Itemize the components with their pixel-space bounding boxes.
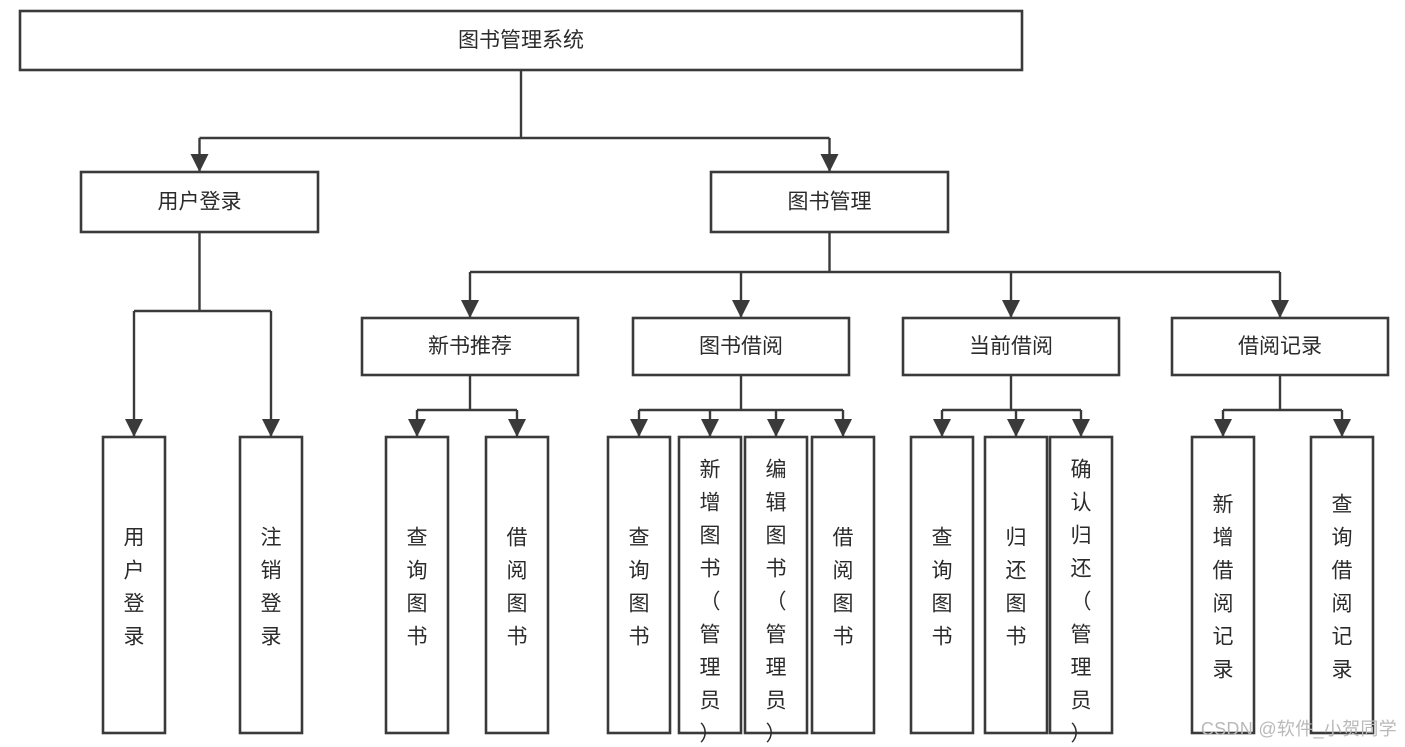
- node-label: 借阅图书: [833, 527, 854, 649]
- node-label: 查询图书: [407, 527, 428, 649]
- node-label: 查询图书: [629, 527, 650, 649]
- arrow-head-icon: [701, 419, 719, 437]
- node-当前借阅[interactable]: 当前借阅: [901, 316, 1121, 377]
- node-box: [983, 435, 1049, 735]
- node-label: 当前借阅: [969, 335, 1053, 358]
- arrow-head-icon: [190, 154, 209, 172]
- node-box: [101, 435, 167, 735]
- edges-图书借阅-to-leaves: [630, 375, 852, 437]
- arrow-head-icon: [820, 154, 839, 172]
- node-box: [631, 316, 851, 377]
- node-查询借阅记录[interactable]: 查询借阅记录: [1309, 435, 1375, 735]
- edges-root-to-level2: [190, 70, 839, 172]
- node-图书管理系统[interactable]: 图书管理系统: [18, 9, 1024, 72]
- node-label: 图书借阅: [699, 335, 783, 358]
- arrow-head-icon: [834, 419, 852, 437]
- connector-layer: [125, 70, 1351, 437]
- node-box: [1190, 435, 1256, 735]
- arrow-head-icon: [933, 419, 951, 437]
- node-label: 图书管理: [788, 191, 872, 214]
- arrow-head-icon: [1271, 300, 1289, 318]
- arrow-head-icon: [461, 300, 479, 318]
- arrow-head-icon: [125, 419, 143, 437]
- arrow-head-icon: [1333, 419, 1351, 437]
- node-label: 借阅记录: [1238, 335, 1322, 358]
- node-label: 查询图书: [932, 527, 953, 649]
- node-layer: 图书管理系统用户登录图书管理新书推荐图书借阅当前借阅借阅记录用户登录注销登录查询…: [18, 9, 1390, 746]
- node-box: [1170, 316, 1390, 377]
- node-查询图书[interactable]: 查询图书: [606, 435, 672, 735]
- arrow-head-icon: [630, 419, 648, 437]
- edges-当前借阅-to-leaves: [933, 375, 1090, 437]
- node-box: [18, 9, 1024, 72]
- node-box: [484, 435, 550, 735]
- node-确认归还管理员[interactable]: 确认归还（管理员）: [1048, 435, 1114, 746]
- node-box: [1309, 435, 1375, 735]
- node-box: [901, 316, 1121, 377]
- node-借阅记录[interactable]: 借阅记录: [1170, 316, 1390, 377]
- node-box: [1048, 435, 1114, 735]
- node-新增借阅记录[interactable]: 新增借阅记录: [1190, 435, 1256, 735]
- node-box: [810, 435, 876, 735]
- arrow-head-icon: [1072, 419, 1090, 437]
- node-label: 编辑图书（管理员）: [766, 459, 787, 746]
- node-box: [384, 435, 450, 735]
- node-label: 新书推荐: [428, 335, 512, 358]
- arrow-head-icon: [767, 419, 785, 437]
- node-编辑图书管理员[interactable]: 编辑图书（管理员）: [743, 435, 809, 746]
- edges-借阅记录-to-leaves: [1214, 375, 1351, 437]
- node-label: 归还图书: [1006, 527, 1027, 649]
- edges-新书推荐-to-leaves: [408, 375, 526, 437]
- node-box: [677, 435, 743, 735]
- arrow-head-icon: [732, 300, 750, 318]
- arrow-head-icon: [508, 419, 526, 437]
- node-box: [360, 316, 580, 377]
- node-新书推荐[interactable]: 新书推荐: [360, 316, 580, 377]
- node-新增图书管理员[interactable]: 新增图书（管理员）: [677, 435, 743, 746]
- node-label: 借阅图书: [507, 527, 528, 649]
- node-label: 用户登录: [124, 527, 145, 649]
- node-图书借阅[interactable]: 图书借阅: [631, 316, 851, 377]
- node-label: 确认归还（管理员）: [1071, 459, 1092, 746]
- arrow-head-icon: [1007, 419, 1025, 437]
- arrow-head-icon: [262, 419, 280, 437]
- node-查询图书[interactable]: 查询图书: [909, 435, 975, 735]
- node-box: [909, 435, 975, 735]
- node-box: [79, 170, 320, 234]
- node-label: 图书管理系统: [458, 29, 584, 52]
- node-注销登录[interactable]: 注销登录: [238, 435, 304, 735]
- node-归还图书[interactable]: 归还图书: [983, 435, 1049, 735]
- arrow-head-icon: [408, 419, 426, 437]
- arrow-head-icon: [1214, 419, 1232, 437]
- node-用户登录[interactable]: 用户登录: [79, 170, 320, 234]
- node-label: 注销登录: [261, 527, 282, 649]
- node-box: [238, 435, 304, 735]
- node-借阅图书[interactable]: 借阅图书: [484, 435, 550, 735]
- node-box: [606, 435, 672, 735]
- node-查询图书[interactable]: 查询图书: [384, 435, 450, 735]
- node-label: 新增图书（管理员）: [700, 459, 721, 746]
- node-用户登录[interactable]: 用户登录: [101, 435, 167, 735]
- node-label: 查询借阅记录: [1332, 494, 1353, 682]
- node-图书管理[interactable]: 图书管理: [709, 170, 950, 234]
- edges-management-to-level3: [461, 232, 1289, 318]
- edges-login-to-leaves: [125, 232, 280, 437]
- node-借阅图书[interactable]: 借阅图书: [810, 435, 876, 735]
- arrow-head-icon: [1002, 300, 1020, 318]
- node-label: 用户登录: [158, 191, 242, 214]
- node-label: 新增借阅记录: [1213, 494, 1234, 682]
- node-box: [709, 170, 950, 234]
- node-box: [743, 435, 809, 735]
